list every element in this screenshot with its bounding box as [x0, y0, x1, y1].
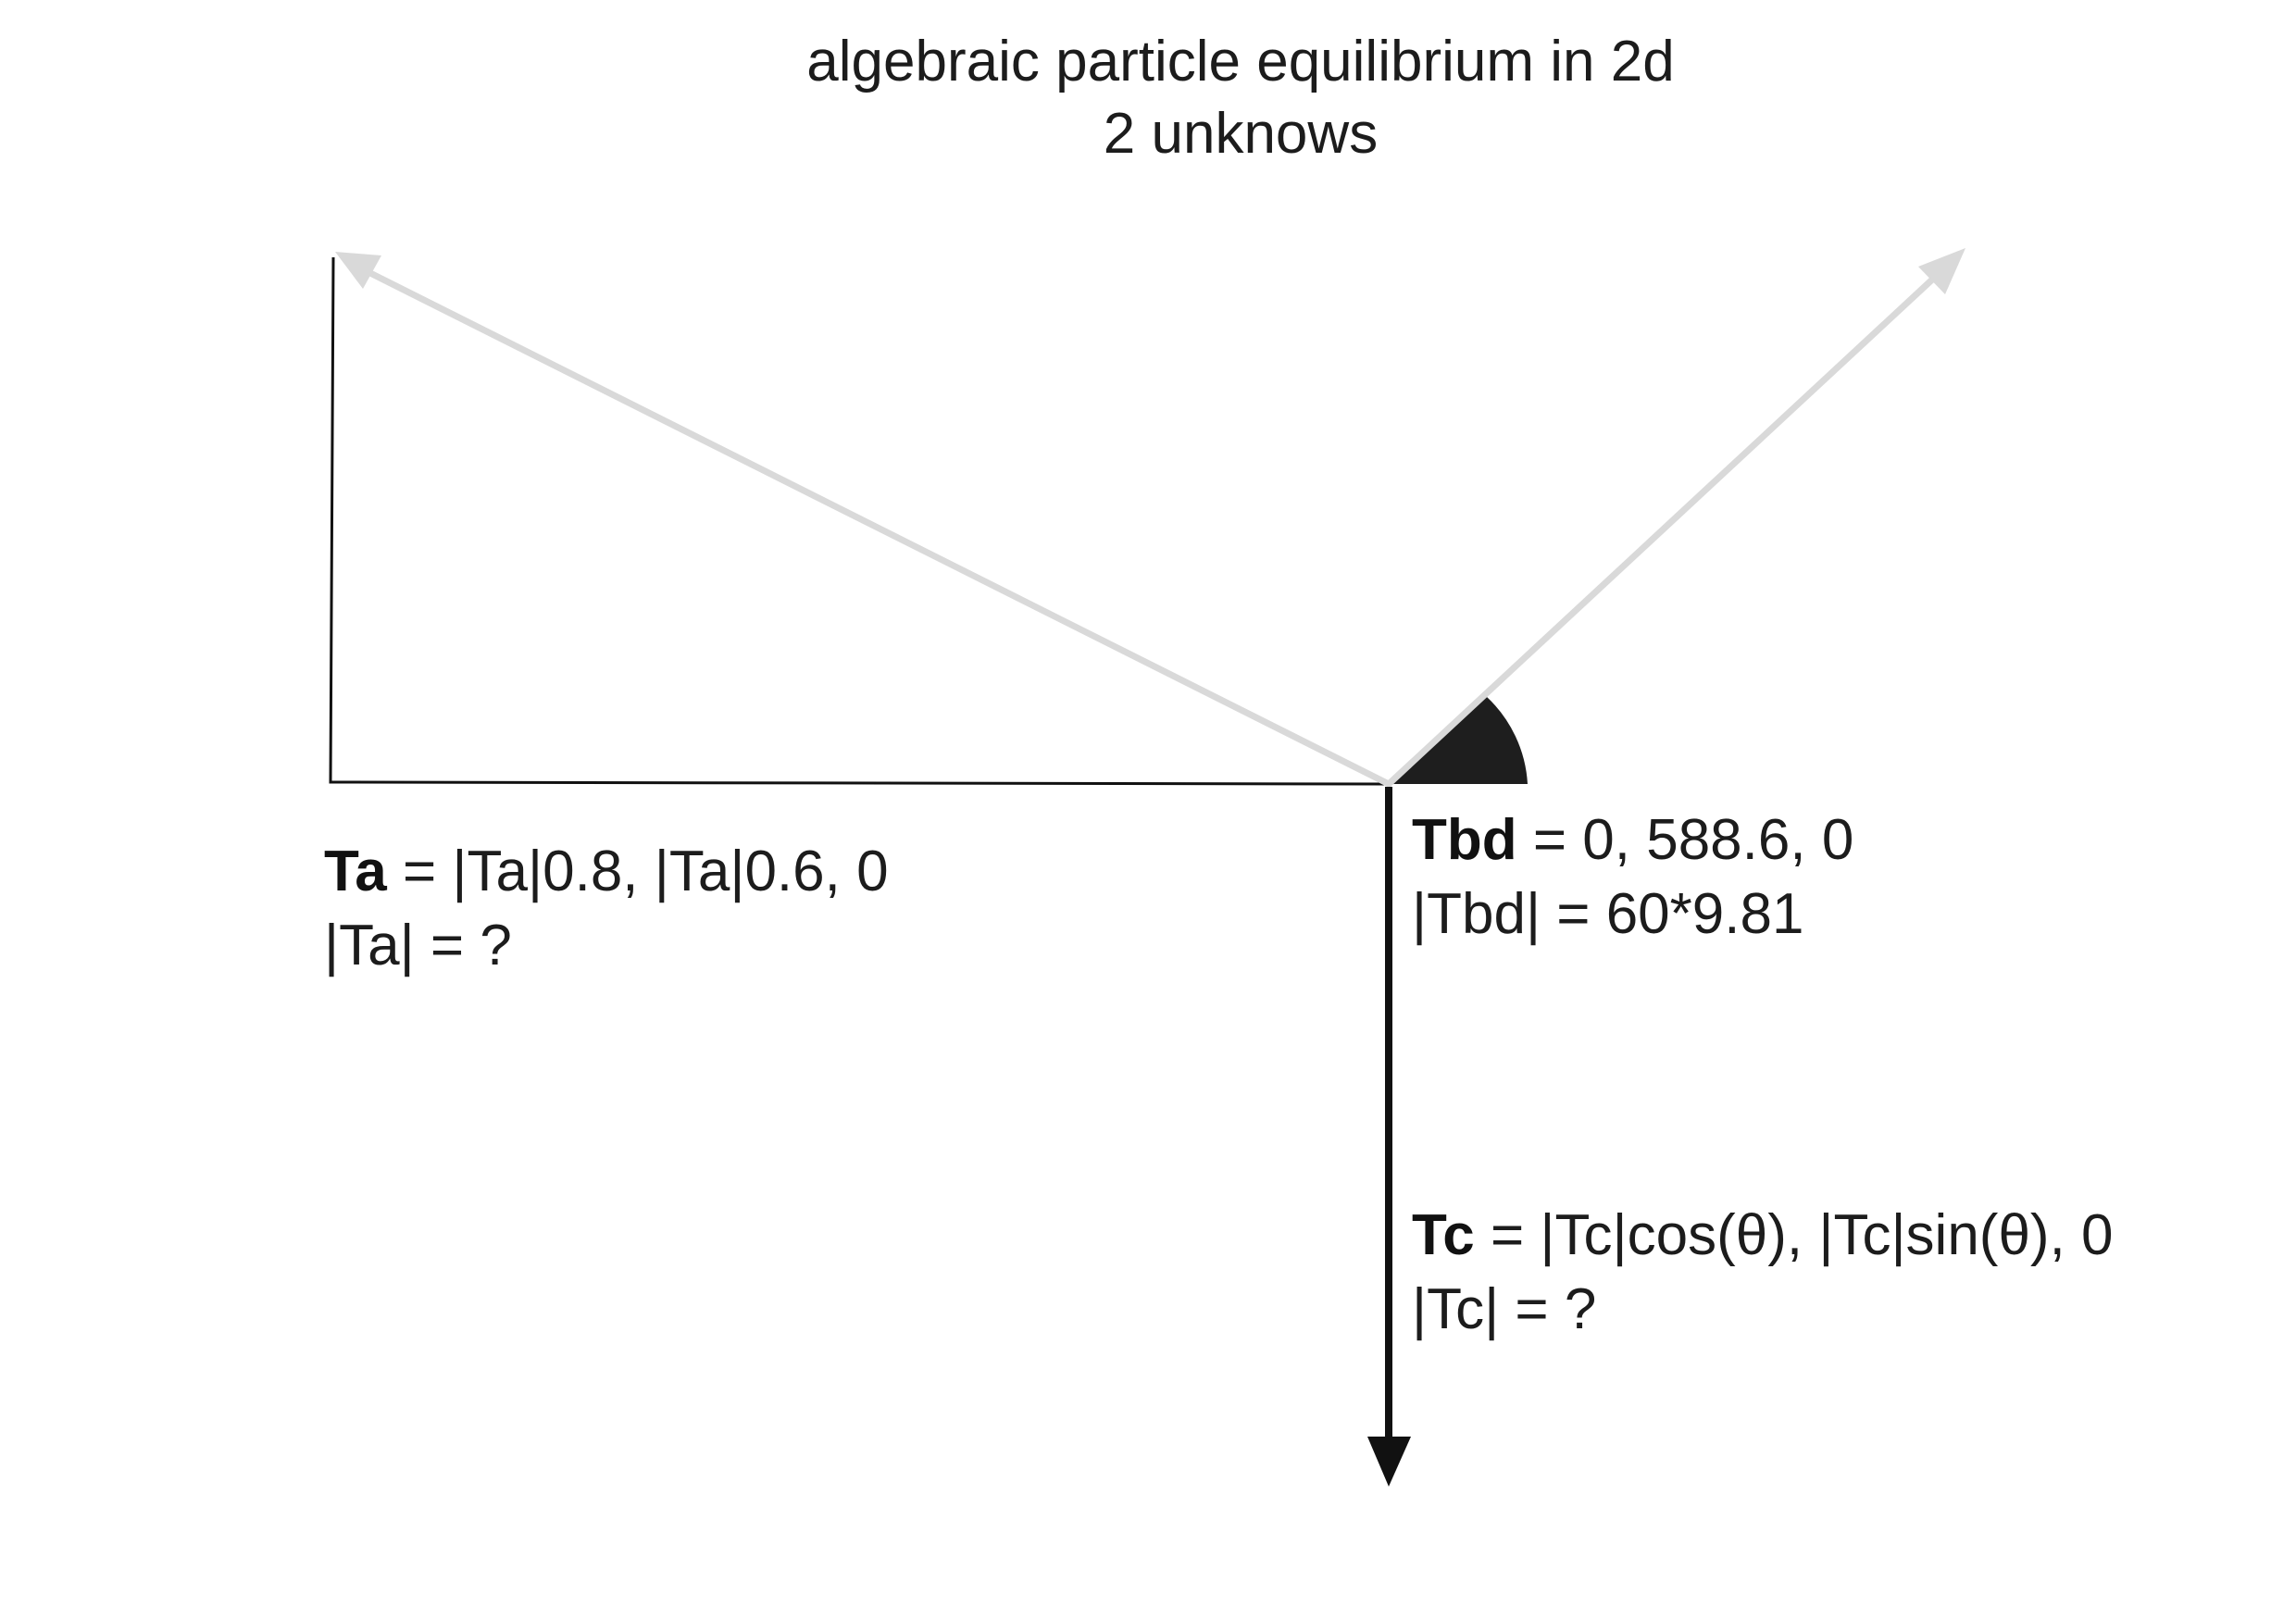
ta-label: Ta = |Ta|0.8, |Ta|0.6, 0 |Ta| = ?: [324, 835, 889, 983]
ta-reference-frame: [329, 256, 1390, 786]
ta-name: Ta: [324, 840, 387, 903]
title-line-2: 2 unknows: [1103, 102, 1379, 166]
ta-magnitude: |Ta| = ?: [324, 914, 512, 977]
tbd-equation: Tbd = 0, 588.6, 0: [1412, 803, 1853, 877]
ta-equation: Ta = |Ta|0.8, |Ta|0.6, 0: [324, 835, 889, 909]
tc-label: Tc = |Tc|cos(θ), |Tc|sin(θ), 0 |Tc| = ?: [1412, 1199, 2114, 1347]
tc-name: Tc: [1412, 1203, 1475, 1267]
diagram-title: algebraic particle equilibrium in 2d 2 u…: [0, 26, 2296, 170]
tc-magnitude: |Tc| = ?: [1412, 1277, 1597, 1341]
title-line-1: algebraic particle equilibrium in 2d: [806, 30, 1675, 93]
tc-arrowhead: [1918, 248, 1965, 294]
tc-components: = |Tc|cos(θ), |Tc|sin(θ), 0: [1474, 1203, 2114, 1267]
tbd-name: Tbd: [1412, 808, 1517, 872]
ta-components: = |Ta|0.8, |Ta|0.6, 0: [386, 840, 889, 903]
tbd-label: Tbd = 0, 588.6, 0 |Tbd| = 60*9.81: [1412, 803, 1853, 952]
tbd-magnitude: |Tbd| = 60*9.81: [1412, 882, 1804, 946]
ta-vector-line: [357, 265, 1392, 788]
tc-equation: Tc = |Tc|cos(θ), |Tc|sin(θ), 0: [1412, 1199, 2114, 1273]
tc-vector-line: [1385, 265, 1948, 788]
tbd-components: = 0, 588.6, 0: [1516, 808, 1854, 872]
angle-theta-marker: [1391, 696, 1528, 784]
tbd-arrowhead: [1367, 1437, 1411, 1487]
ta-arrowhead: [335, 252, 381, 289]
